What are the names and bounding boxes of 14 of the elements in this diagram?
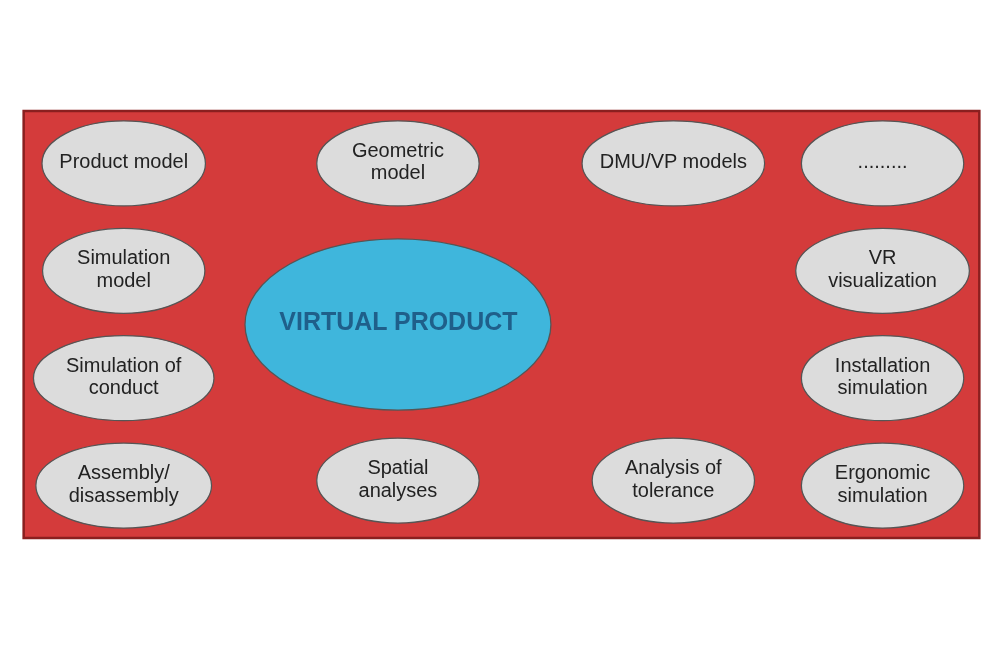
node-ellipse: Simulation model [41,227,206,314]
node-ellipse: Ergonomic simulation [800,442,965,529]
node-ellipse: Installation simulation [800,335,965,422]
node-ellipse: Analysis of tolerance [591,437,756,524]
node-ellipse: Assembly/ disassembly [35,442,213,529]
node-ellipse: VIRTUAL PRODUCT [244,238,552,411]
node-ellipse: ......... [800,120,965,207]
node-ellipse: Spatial analyses [316,437,480,524]
node-ellipse: Simulation of conduct [32,335,215,422]
cluster [22,109,981,540]
node-ellipse: VR visualization [795,227,970,314]
node-ellipse: Product model [41,120,207,207]
node-ellipse: Geometric model [316,120,480,207]
node-ellipse: DMU/VP models [581,120,766,207]
